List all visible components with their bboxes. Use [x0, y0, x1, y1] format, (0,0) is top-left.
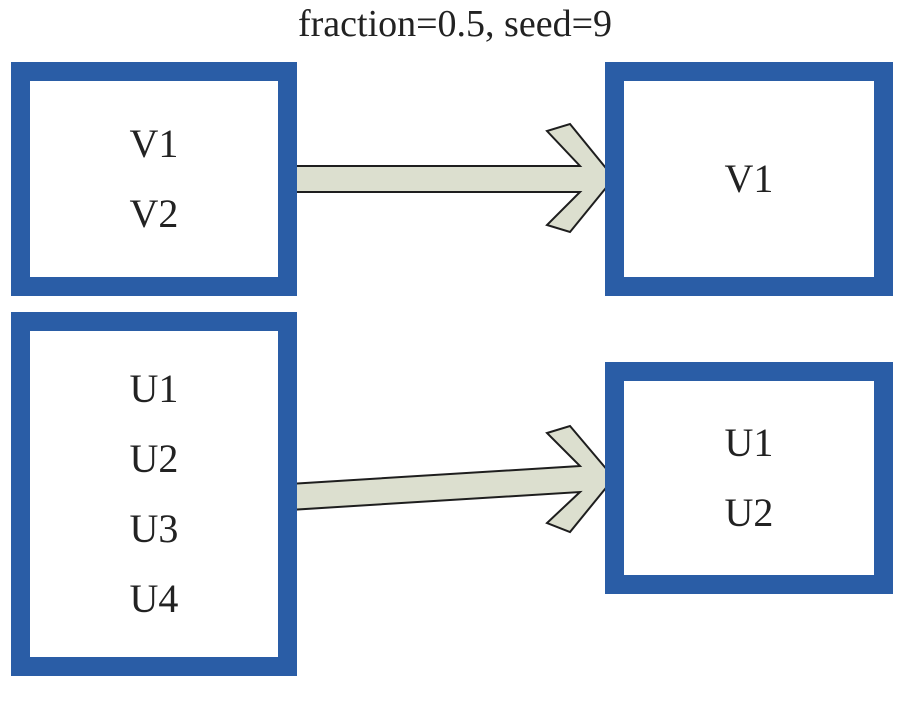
source-box-u: U1 U2 U3 U4	[11, 312, 297, 676]
arrow-u-group	[288, 424, 616, 534]
sampled-box-v: V1	[605, 62, 893, 296]
list-item: U1	[129, 366, 179, 411]
list-item: U3	[129, 506, 179, 551]
list-item: U2	[129, 436, 179, 481]
list-item: U1	[724, 420, 774, 465]
list-item: U4	[129, 576, 179, 621]
sampled-box-u: U1 U2	[605, 362, 893, 594]
source-box-v: V1 V2	[11, 62, 297, 296]
list-item: V1	[129, 121, 179, 166]
list-item: V1	[724, 156, 774, 201]
list-item: U2	[724, 490, 774, 535]
diagram-title: fraction=0.5, seed=9	[297, 3, 613, 45]
arrow-v-group	[288, 122, 616, 234]
list-item: V2	[129, 191, 179, 236]
